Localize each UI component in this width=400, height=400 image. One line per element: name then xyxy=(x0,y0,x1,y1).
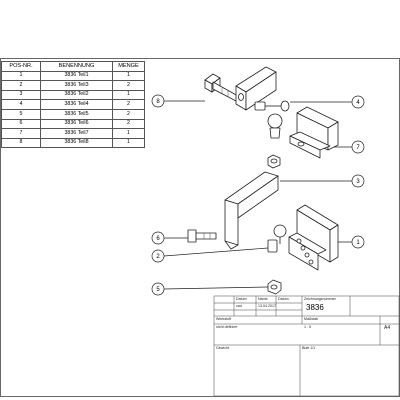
title-block-frame xyxy=(213,295,400,397)
callouts xyxy=(151,94,365,296)
cell-qty: 2 xyxy=(112,99,145,110)
title-header-name: Name xyxy=(258,297,268,301)
title-size-value: A4 xyxy=(384,325,391,331)
part-6-bolt xyxy=(187,229,217,243)
title-sheet-label: Blatt 1/1 xyxy=(302,346,316,350)
cell-name: 3836 Teil8 xyxy=(40,137,113,149)
cell-name: 3836 Teil5 xyxy=(40,108,113,120)
title-drawn-date: 13.04.2017 xyxy=(258,304,276,308)
cell-pos: 2 xyxy=(1,80,41,91)
cell-name: 3836 Teil6 xyxy=(40,118,113,130)
title-drawing-label: Zeichnungsnummer xyxy=(304,297,336,301)
cell-qty: 1 xyxy=(112,70,145,82)
title-header-datum: Datum xyxy=(236,297,247,301)
header-menge: MENGE xyxy=(112,61,145,72)
title-scale-label: Maßstab xyxy=(304,317,318,321)
title-drawing-number: 3836 xyxy=(306,303,324,312)
cell-name: 3836 Teil4 xyxy=(40,99,113,110)
cell-pos: 7 xyxy=(1,128,41,139)
part-3-upper-plate xyxy=(235,66,277,111)
cell-qty: 2 xyxy=(112,118,145,130)
table-row: 3 3836 Teil2 1 xyxy=(1,89,145,101)
cell-pos: 1 xyxy=(1,70,41,82)
cell-pos: 4 xyxy=(1,99,41,110)
callout-6: 6 xyxy=(156,236,160,242)
title-header-datum-2: Datum xyxy=(278,297,289,301)
title-scale-value: 1 : 5 xyxy=(304,325,311,329)
part-3-bracket xyxy=(224,171,279,250)
part-1-base xyxy=(288,204,339,271)
part-5-nut-lower xyxy=(267,279,282,295)
table-row: 5 3836 Teil5 2 xyxy=(1,108,145,120)
cell-qty: 1 xyxy=(112,137,145,149)
header-pos-nr: POS-NR. xyxy=(1,61,41,72)
cell-pos: 6 xyxy=(1,118,41,130)
cell-pos: 3 xyxy=(1,89,41,101)
title-weight-label: Gewicht xyxy=(216,346,229,350)
parts-list-table: POS-NR. BENENNUNG MENGE 1 3836 Teil1 1 2… xyxy=(1,61,145,149)
cell-qty: 2 xyxy=(112,80,145,91)
table-row: 1 3836 Teil1 1 xyxy=(1,70,145,82)
table-row: 4 3836 Teil4 2 xyxy=(1,99,145,110)
cell-name: 3836 Teil7 xyxy=(40,128,113,139)
cell-name: 3836 Teil2 xyxy=(40,89,113,101)
part-4-ball-joint xyxy=(254,100,290,139)
callout-4: 4 xyxy=(356,100,360,106)
cell-name: 3836 Teil3 xyxy=(40,80,113,91)
header-benennung: BENENNUNG xyxy=(40,61,113,72)
cell-pos: 5 xyxy=(1,108,41,120)
cell-qty: 1 xyxy=(112,128,145,139)
callout-3: 3 xyxy=(356,179,360,185)
title-drawn-by: cad xyxy=(236,304,242,308)
callout-7: 7 xyxy=(356,145,360,151)
title-material-value: nicht definiert xyxy=(216,325,238,329)
table-row: 8 3836 Teil8 1 xyxy=(1,137,145,149)
cell-qty: 2 xyxy=(112,108,145,120)
callout-2: 2 xyxy=(156,254,160,260)
table-row: 6 3836 Teil6 2 xyxy=(1,118,145,130)
callout-1: 1 xyxy=(356,240,360,246)
table-row: 7 3836 Teil7 1 xyxy=(1,128,145,139)
part-2-ball-joint xyxy=(267,224,287,253)
part-8-bolt xyxy=(204,73,239,103)
part-5-nut-upper xyxy=(267,154,281,169)
part-7-plate xyxy=(289,106,339,159)
callout-5: 5 xyxy=(156,287,160,293)
title-material-label: Werkstoff xyxy=(216,317,232,321)
table-row: 2 3836 Teil3 2 xyxy=(1,80,145,91)
callout-8: 8 xyxy=(156,99,160,105)
cell-name: 3836 Teil1 xyxy=(40,70,113,82)
cell-qty: 1 xyxy=(112,89,145,101)
table-header-row: POS-NR. BENENNUNG MENGE xyxy=(1,61,145,72)
cell-pos: 8 xyxy=(1,137,41,149)
